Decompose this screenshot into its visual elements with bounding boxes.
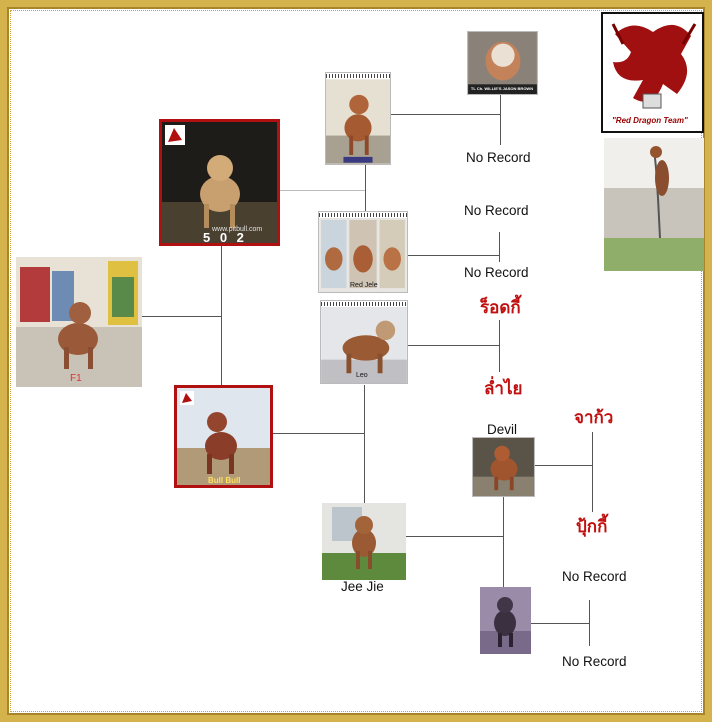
- photo-f1: [16, 257, 142, 387]
- no-record-label: No Record: [466, 150, 531, 165]
- connector: [221, 245, 222, 387]
- connector: [503, 497, 504, 587]
- dog-photo: [473, 438, 534, 496]
- photo-jason-brown: [467, 31, 538, 95]
- connector: [408, 345, 500, 346]
- label-lamyai: ล่ำไย: [484, 379, 523, 398]
- no-record-label: No Record: [464, 203, 529, 218]
- photo-jee-jie: [322, 503, 406, 580]
- connector: [499, 232, 500, 262]
- dog-photo: [162, 122, 277, 243]
- connector: [499, 320, 500, 372]
- label-jakao: จาก้ว: [574, 408, 614, 427]
- no-record-label: No Record: [562, 569, 627, 584]
- dragon-icon: [603, 14, 702, 131]
- photo-502: [159, 119, 280, 246]
- dog-photo: [480, 587, 531, 654]
- connector: [408, 255, 500, 256]
- connector: [365, 165, 366, 211]
- photo-hanging-dog: [604, 138, 704, 271]
- label-502: 5 0 2: [203, 230, 247, 245]
- photo-leo: [320, 300, 408, 384]
- dog-photo: [322, 503, 406, 580]
- label-rocky: ร็อดกี้: [480, 298, 521, 317]
- label-red-jele: Red Jele: [350, 282, 378, 289]
- photo-red-jele: [318, 211, 408, 293]
- label-pukki: ปุ้กกี้: [576, 517, 608, 536]
- label-f1: F1: [70, 373, 82, 384]
- watermark-text: www.pitbull.com: [212, 226, 263, 233]
- photo-bottom-dog: [480, 587, 531, 654]
- connector: [589, 600, 590, 646]
- dog-photo: [468, 32, 537, 94]
- dog-photo: [321, 307, 407, 383]
- photo-paternal-grandsire: [325, 72, 391, 165]
- dog-photo: [16, 257, 142, 387]
- photo-devil: [472, 437, 535, 497]
- label-jason-brown: TL Ch. WILLIE'S JASON BROWN: [470, 86, 534, 91]
- connector: [535, 465, 592, 466]
- logo-text: "Red Dragon Team": [612, 116, 688, 125]
- no-record-label: No Record: [464, 265, 529, 280]
- label-leo: Leo: [356, 372, 368, 379]
- no-record-label: No Record: [562, 654, 627, 669]
- dog-photo: [319, 218, 407, 292]
- label-bull-bull: Bull Bull: [208, 476, 241, 485]
- connector: [391, 114, 501, 115]
- dog-photo: [177, 388, 270, 485]
- connector: [500, 95, 501, 145]
- connector: [530, 623, 590, 624]
- dog-photo: [604, 138, 704, 271]
- label-devil: Devil: [487, 422, 518, 437]
- connector: [592, 432, 593, 512]
- connector: [406, 536, 504, 537]
- dog-photo: [326, 79, 390, 164]
- photo-bull-bull: [174, 385, 273, 488]
- label-jee-jie: Jee Jie: [341, 579, 384, 594]
- connector: [140, 316, 222, 317]
- connector: [272, 433, 364, 434]
- connector: [280, 190, 366, 191]
- red-dragon-logo: [601, 12, 704, 133]
- connector: [364, 385, 365, 505]
